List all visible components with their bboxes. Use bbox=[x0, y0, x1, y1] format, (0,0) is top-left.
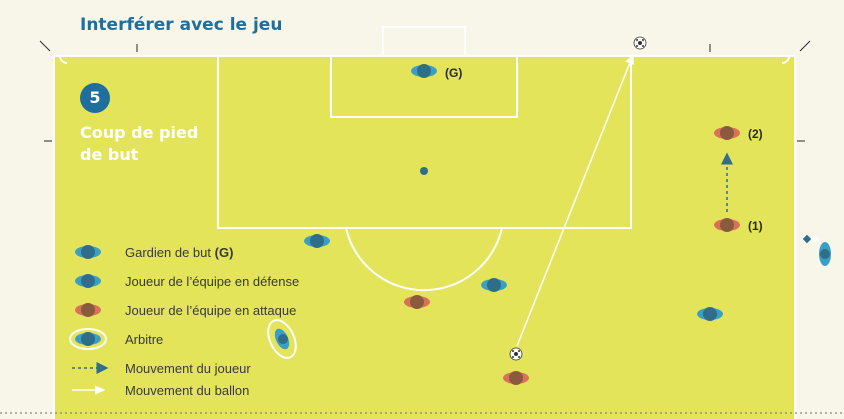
ball-icon bbox=[633, 36, 647, 50]
legend-item-goalkeeper: Gardien de but (G) bbox=[66, 243, 366, 263]
attacker-1-label: (1) bbox=[748, 219, 763, 233]
penalty-spot bbox=[420, 167, 428, 175]
legend-player-movement-text: Mouvement du joueur bbox=[125, 361, 251, 376]
legend-goalkeeper-text: Gardien de but bbox=[125, 245, 212, 260]
legend-item-player-movement: Mouvement du joueur bbox=[66, 359, 366, 379]
attacker-icon bbox=[714, 218, 740, 232]
defender-icon bbox=[481, 278, 507, 292]
legend-icons bbox=[69, 245, 109, 395]
page-title: Interférer avec le jeu bbox=[80, 15, 283, 35]
goalkeeper-icon bbox=[411, 64, 437, 78]
legend-defender-text: Joueur de l’équipe en défense bbox=[125, 274, 300, 289]
legend-item-referee: Arbitre bbox=[66, 330, 366, 350]
assistant-referee-icon bbox=[802, 234, 831, 266]
boundary-markers bbox=[39, 40, 811, 142]
legend-item-attacker: Joueur de l’équipe en attaque bbox=[66, 301, 366, 321]
attacker-icon bbox=[404, 295, 430, 309]
scenario-number-badge: 5 bbox=[80, 83, 110, 113]
legend-item-defender: Joueur de l’équipe en défense bbox=[66, 272, 366, 292]
defender-icon bbox=[697, 307, 723, 321]
legend-referee-highlight bbox=[69, 328, 107, 350]
legend-goalkeeper-suffix: (G) bbox=[214, 245, 234, 260]
attacker-2-label: (2) bbox=[748, 127, 763, 141]
ball-icon bbox=[509, 347, 523, 361]
goalkeeper-label: (G) bbox=[445, 66, 463, 80]
legend-attacker-text: Joueur de l’équipe en attaque bbox=[125, 303, 297, 318]
referee-highlight bbox=[267, 319, 297, 359]
pitch-lines bbox=[53, 26, 796, 419]
ball-movement-arrow bbox=[516, 53, 634, 347]
attacker-icon bbox=[503, 371, 529, 385]
legend-item-ball-movement: Mouvement du ballon bbox=[66, 381, 366, 401]
legend-ball-movement-text: Mouvement du ballon bbox=[125, 383, 250, 398]
scenario-title: Coup de pied de but bbox=[80, 123, 199, 164]
attacker-icon bbox=[714, 126, 740, 140]
legend-referee-text: Arbitre bbox=[125, 332, 164, 347]
